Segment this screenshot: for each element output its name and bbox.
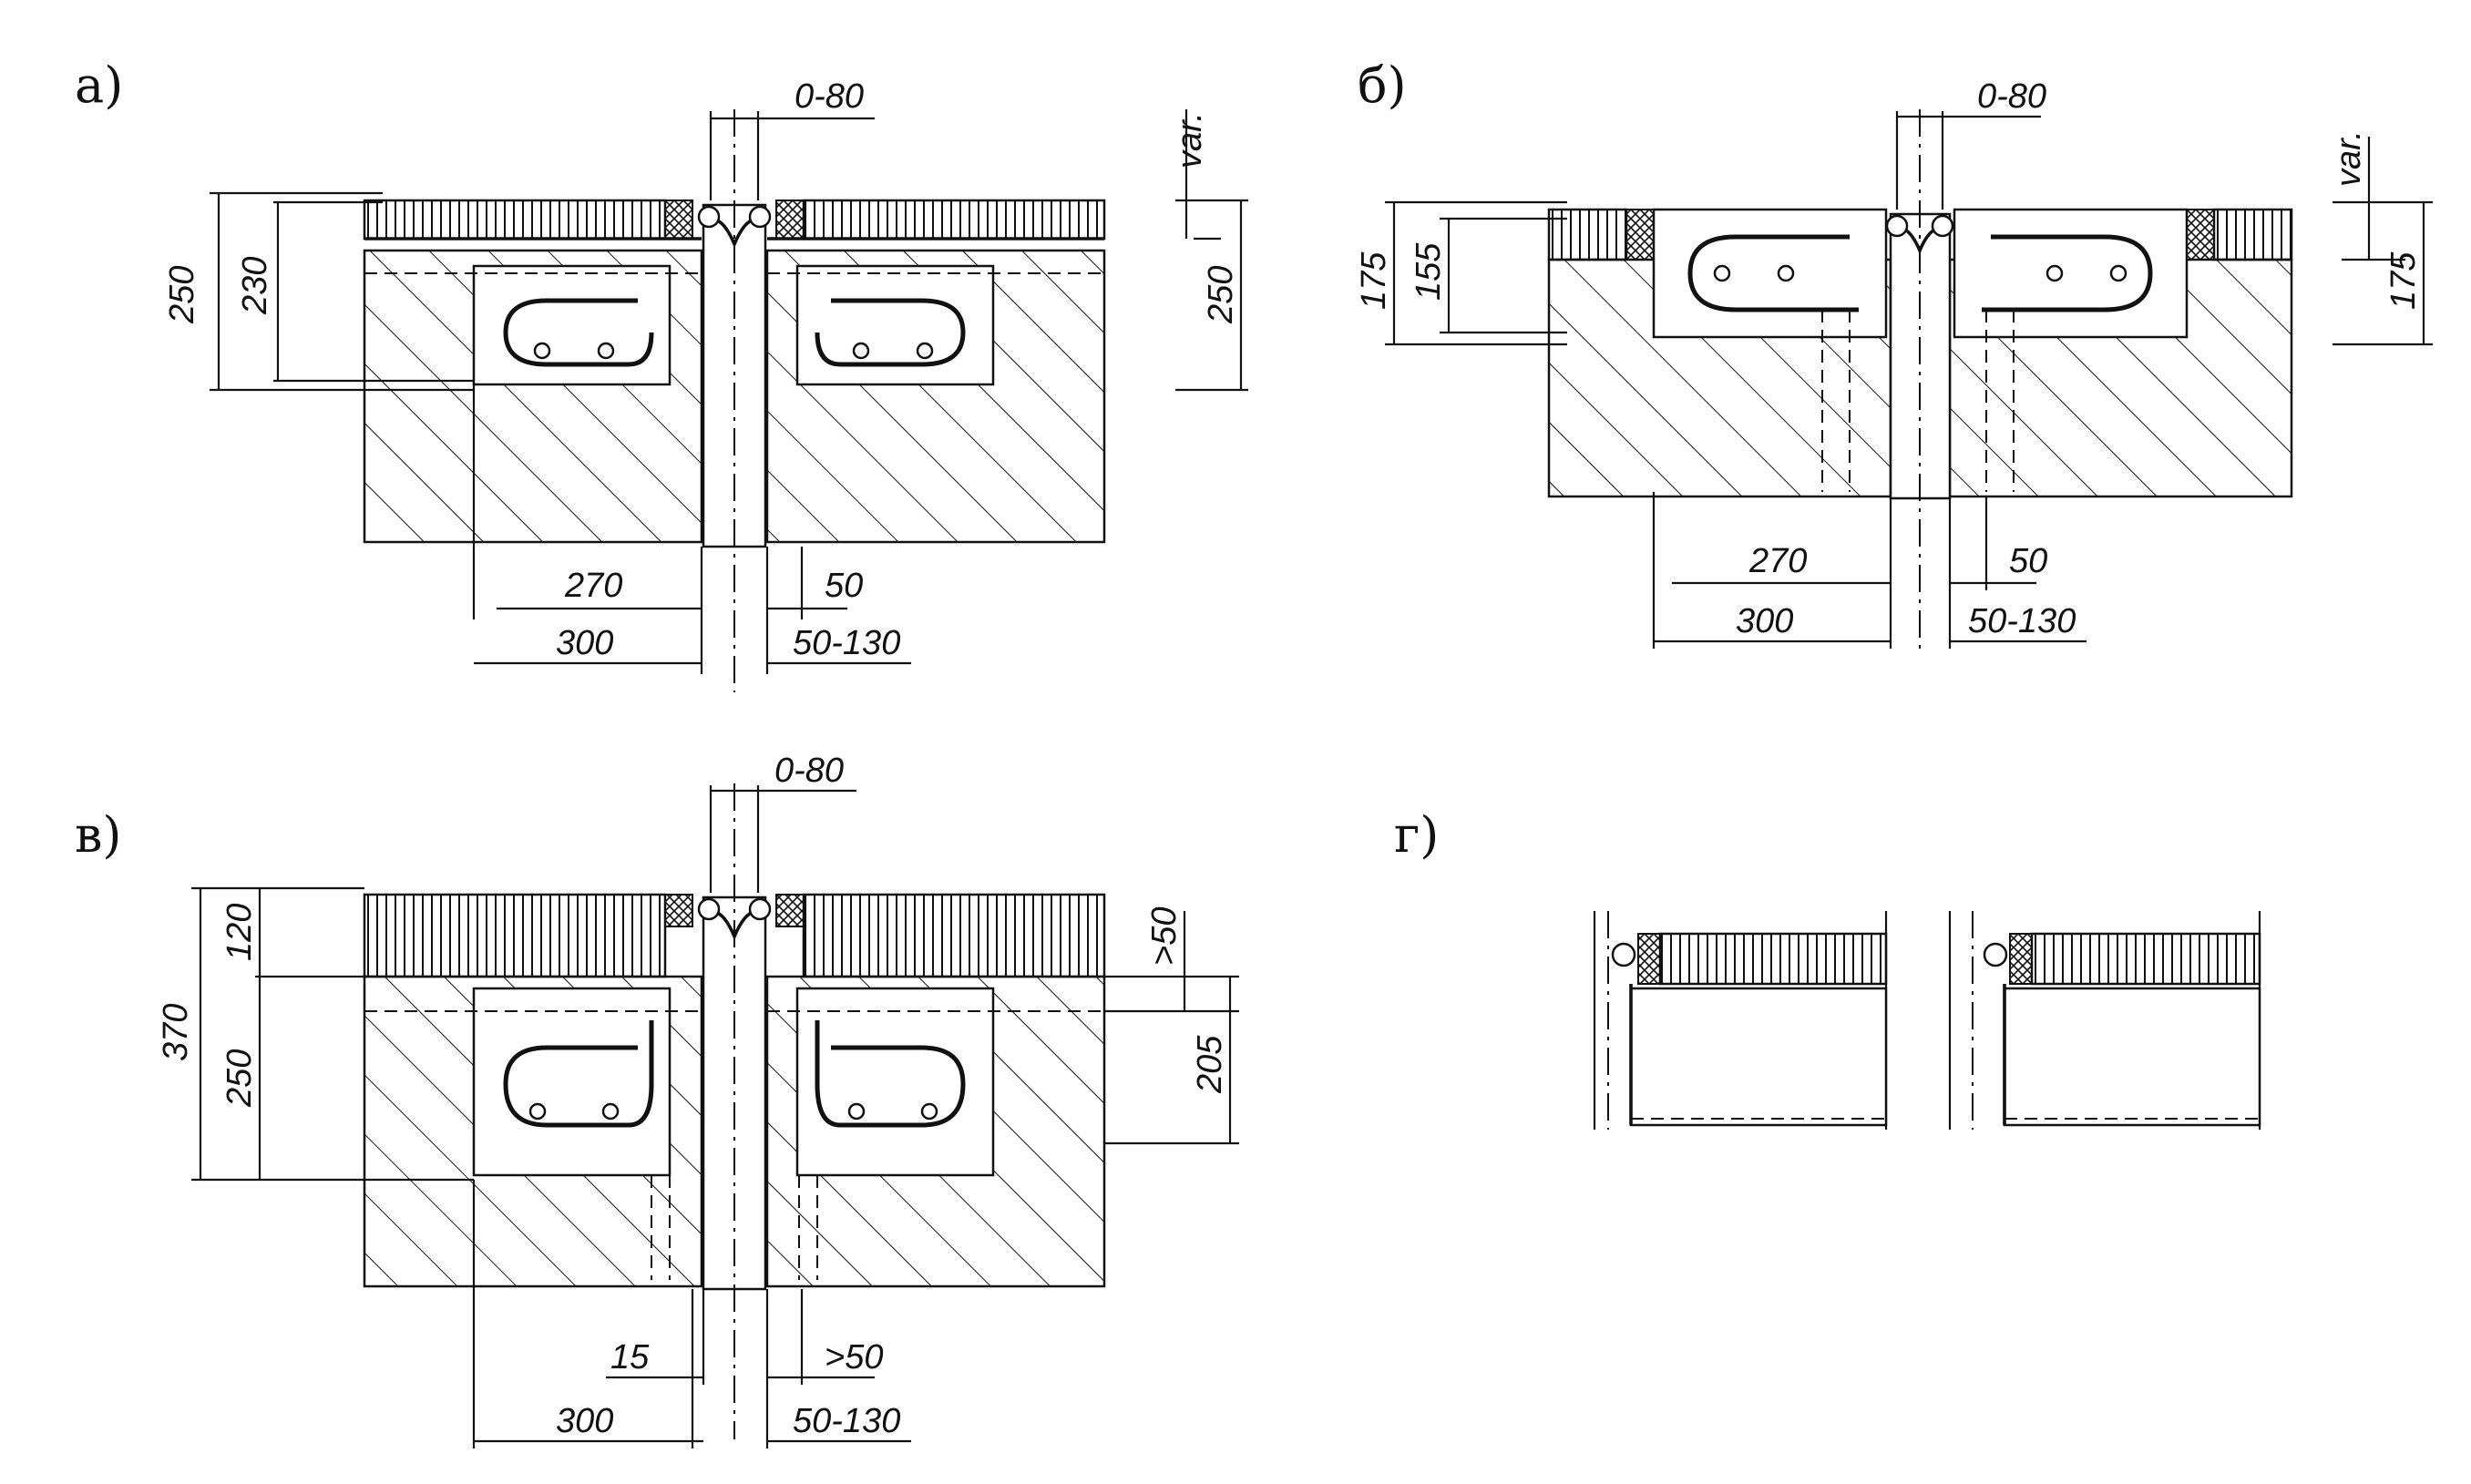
left-pavement-layer (363, 199, 667, 241)
left-mastic (1625, 209, 1655, 261)
dim-label: 15 (610, 1338, 650, 1377)
right-pavement-layer (802, 199, 1106, 241)
dim-label: 370 (157, 1004, 195, 1061)
seal-bead (1611, 942, 1636, 967)
right-anchor-loop (815, 298, 966, 367)
dimension-lines (210, 191, 474, 392)
right-anchor-loop (815, 1020, 966, 1128)
dim-label: 300 (556, 624, 613, 662)
right-mastic (775, 894, 805, 927)
seal-bead (748, 205, 772, 229)
rebar (847, 1102, 866, 1121)
dim-label: >50 (825, 1338, 883, 1377)
dimension-lines (472, 1180, 911, 1448)
right-anchor-loop (1982, 234, 2153, 312)
left-anchor-loop (503, 1020, 654, 1128)
dim-label: 120 (220, 904, 259, 961)
panel-v: в) 370 120 250 >50 205 0-80 15 300 >50 (75, 752, 1239, 1448)
rebar (852, 342, 870, 360)
dimension-lines (1652, 492, 2087, 649)
rebar (1777, 264, 1795, 282)
dimension-lines (709, 111, 875, 200)
dim-label: 270 (564, 567, 622, 605)
left-mastic (664, 894, 693, 927)
right-pavement-layer (2212, 208, 2293, 261)
left-anchor-block (472, 987, 672, 1177)
seal-bead (1983, 942, 2008, 967)
dimension-lines (1895, 111, 2041, 210)
dim-label: 50-130 (793, 1402, 900, 1440)
left-anchor-loop (1687, 234, 1859, 312)
seal-bead (697, 205, 721, 229)
dim-label: 250 (1202, 266, 1240, 324)
left-pavement-layer (363, 893, 667, 978)
dim-label: 0-80 (795, 77, 864, 116)
left-anchor-loop (503, 298, 654, 367)
rebar (1713, 264, 1731, 282)
panel-b: б) 175 155 175 var. 0-80 270 300 50 50-1… (1355, 56, 2433, 656)
rebar (920, 1102, 938, 1121)
panel-a: а) 250 230 250 var. (75, 56, 1248, 692)
right-mastic (2186, 209, 2215, 261)
dim-label: 50-130 (1968, 602, 2076, 640)
dimension-lines (1175, 199, 1248, 392)
seal-bead (697, 897, 721, 921)
rebar (916, 342, 934, 360)
rebar (528, 1102, 547, 1121)
slab-edge-line (1629, 984, 2006, 1125)
right-mastic (775, 200, 805, 240)
joint-centerline (1607, 911, 1974, 1130)
left-mastic (1637, 933, 1661, 985)
right-slab-outline (2003, 987, 2261, 1127)
rebar (601, 1102, 620, 1121)
dimension-lines (709, 785, 856, 893)
dim-label: 175 (1355, 251, 1393, 310)
hidden-line (364, 1010, 1104, 1280)
panel-label-g: г) (1394, 806, 1439, 864)
dimension-lines (472, 383, 911, 674)
dim-label: 155 (1410, 242, 1448, 301)
panel-label-a: а) (75, 56, 123, 114)
dim-label: >50 (1145, 907, 1184, 966)
dim-label: 300 (556, 1402, 613, 1440)
dim-label: 270 (1748, 542, 1807, 580)
dim-label: 50-130 (793, 624, 900, 662)
right-pavement-layer (802, 893, 1106, 978)
seal-bead (1931, 214, 1954, 238)
left-pavement-layer (1547, 208, 1628, 261)
panel-label-v: в) (75, 806, 121, 864)
hidden-line (1821, 310, 2015, 492)
seal-bead (1885, 214, 1909, 238)
right-pavement-layer (2030, 932, 2261, 986)
panel-label-b: б) (1358, 56, 1407, 114)
dim-label: var. (2330, 130, 2368, 187)
dim-label: 175 (2384, 251, 2423, 310)
dim-label: 0-80 (774, 752, 844, 790)
rebar (533, 342, 551, 360)
left-pavement-layer (1658, 932, 1888, 986)
dimension-lines (2333, 137, 2433, 346)
dim-label: var. (1171, 112, 1209, 169)
dim-label: 300 (1736, 602, 1793, 640)
dim-label: 0-80 (1977, 77, 2046, 116)
dimension-lines (191, 886, 474, 1182)
right-anchor-block (795, 987, 995, 1177)
dim-label: 205 (1191, 1035, 1229, 1094)
dim-label: 250 (220, 1049, 259, 1108)
left-mastic (664, 200, 693, 240)
panel-g: г) (1394, 806, 2261, 1130)
rebar (597, 342, 615, 360)
left-slab-outline (1629, 987, 1888, 1127)
dim-label: 50 (825, 567, 863, 605)
rebar (2045, 264, 2064, 282)
right-mastic (2009, 933, 2033, 985)
dimension-lines (1104, 911, 1239, 1145)
dimension-lines (1385, 200, 1567, 346)
dim-label: 230 (236, 257, 274, 315)
dim-label: 50 (2009, 542, 2047, 580)
dim-label: 250 (163, 266, 201, 324)
rebar (2109, 264, 2128, 282)
seal-bead (748, 897, 772, 921)
